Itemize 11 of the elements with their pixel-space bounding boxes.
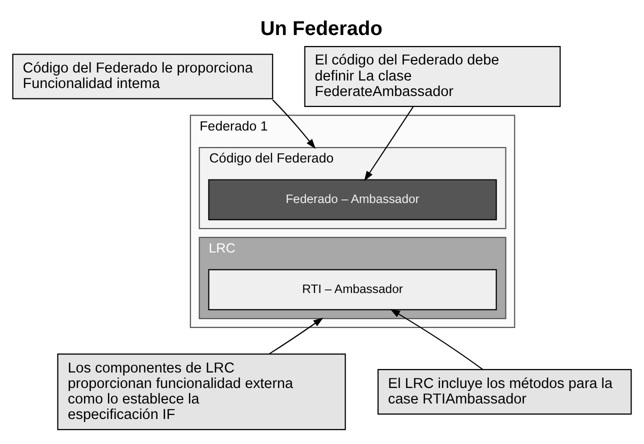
node-box: El LRC incluye los métodos para la case RTIAmbassador xyxy=(378,368,632,414)
arrow xyxy=(364,106,414,181)
arrow xyxy=(390,308,483,370)
node-box: RTI – Ambassador xyxy=(208,268,497,310)
node-box: Los componentes de LRC proporcionan funcionalidad externa como lo establece la especificación IF xyxy=(57,353,346,430)
arrow xyxy=(272,98,316,148)
node-box: Código del Federado le proporciona Funcionalidad intema xyxy=(12,53,274,99)
node-box: Federado – Ambassador xyxy=(208,178,497,220)
arrow xyxy=(268,317,324,354)
node-box: El código del Federado debe definir La clase FederateAmbassador xyxy=(304,45,561,107)
diagram-title: Un Federado xyxy=(260,17,382,40)
